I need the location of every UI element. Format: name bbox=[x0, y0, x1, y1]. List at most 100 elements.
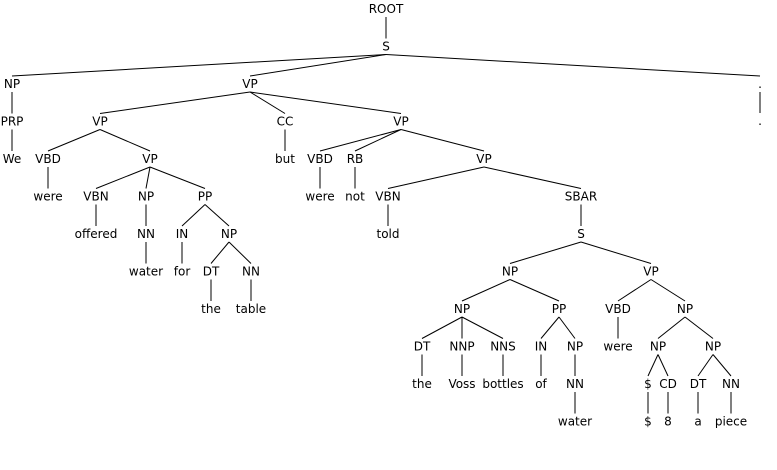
tree-node-label: NP bbox=[138, 190, 154, 204]
tree-node-label: VP bbox=[242, 77, 257, 91]
tree-node-label: . bbox=[758, 77, 762, 91]
tree-leaf-word: $ bbox=[644, 415, 652, 429]
tree-node-label: RB bbox=[347, 152, 364, 166]
tree-leaf-word: water bbox=[558, 415, 592, 429]
tree-node-label: NP bbox=[650, 340, 666, 354]
tree-edge bbox=[249, 54, 387, 77]
tree-node-label: NN bbox=[722, 377, 740, 391]
tree-node-label: NP bbox=[502, 265, 518, 279]
tree-edges bbox=[11, 17, 761, 414]
tree-node-label: $ bbox=[644, 377, 652, 391]
tree-node-label: NP bbox=[454, 302, 470, 316]
tree-edge bbox=[421, 316, 463, 339]
tree-node-label: S bbox=[382, 40, 390, 54]
tree-edge bbox=[181, 204, 206, 227]
tree-node-label: VP bbox=[92, 115, 107, 129]
tree-leaf-word: told bbox=[377, 227, 400, 241]
tree-node-label: VP bbox=[142, 152, 157, 166]
tree-node-label: NP bbox=[4, 77, 20, 91]
tree-edge bbox=[47, 129, 101, 152]
tree-edge bbox=[145, 166, 151, 189]
tree-edge bbox=[354, 129, 402, 152]
tree-node-label: DT bbox=[690, 377, 707, 391]
tree-edge bbox=[228, 241, 252, 264]
tree-node-label: NN bbox=[242, 265, 260, 279]
tree-node-label: S bbox=[577, 227, 585, 241]
tree-leaf-word: 8 bbox=[664, 415, 672, 429]
tree-node-label: NNS bbox=[490, 340, 516, 354]
tree-node-label: NP bbox=[221, 227, 237, 241]
tree-node-label: VBD bbox=[35, 152, 61, 166]
tree-node-label: DT bbox=[414, 340, 431, 354]
tree-edge bbox=[647, 354, 659, 377]
tree-edge bbox=[204, 204, 230, 227]
tree-edge bbox=[99, 91, 251, 114]
tree-leaf-word: water bbox=[129, 265, 163, 279]
tree-node-label: NP bbox=[705, 340, 721, 354]
tree-leaf-word: of bbox=[535, 377, 547, 391]
tree-edge bbox=[249, 91, 402, 114]
tree-leaf-word: We bbox=[3, 152, 22, 166]
tree-edge bbox=[657, 354, 669, 377]
tree-edge bbox=[712, 354, 732, 377]
tree-edge bbox=[319, 129, 402, 152]
tree-node-label: NP bbox=[567, 340, 583, 354]
tree-edge bbox=[210, 241, 230, 264]
tree-node-label: VP bbox=[476, 152, 491, 166]
tree-edge bbox=[697, 354, 714, 377]
tree-edge bbox=[580, 241, 652, 264]
tree-leaf-word: piece bbox=[715, 415, 747, 429]
tree-leaf-word: offered bbox=[75, 227, 118, 241]
tree-edge bbox=[385, 54, 761, 77]
tree-edge bbox=[657, 316, 686, 339]
tree-edge bbox=[149, 166, 206, 189]
tree-node-label: CC bbox=[277, 115, 294, 129]
tree-edge bbox=[400, 129, 485, 152]
tree-leaf-word: the bbox=[201, 302, 221, 316]
tree-edge bbox=[11, 54, 387, 77]
tree-leaf-word: Voss bbox=[448, 377, 475, 391]
tree-node-label: VBN bbox=[375, 190, 400, 204]
tree-leaf-word: the bbox=[412, 377, 432, 391]
tree-node-label: VBN bbox=[83, 190, 108, 204]
tree-edge bbox=[387, 166, 485, 189]
tree-node-label: ROOT bbox=[369, 2, 404, 16]
tree-leaf-word: bottles bbox=[482, 377, 523, 391]
tree-leaf-word: for bbox=[174, 265, 191, 279]
tree-edge bbox=[95, 166, 151, 189]
tree-node-label: IN bbox=[176, 227, 189, 241]
tree-node-label: NN bbox=[137, 227, 155, 241]
tree-edge bbox=[461, 279, 511, 302]
tree-node-label: NN bbox=[566, 377, 584, 391]
tree-edge bbox=[617, 279, 652, 302]
tree-node-label: PP bbox=[552, 302, 566, 316]
tree-node-label: IN bbox=[535, 340, 548, 354]
tree-edge bbox=[249, 91, 286, 114]
tree-node-label: SBAR bbox=[565, 190, 597, 204]
tree-edge bbox=[650, 279, 686, 302]
tree-edge bbox=[684, 316, 714, 339]
tree-node-label: NP bbox=[677, 302, 693, 316]
tree-node-label: PP bbox=[198, 190, 212, 204]
tree-node-label: DT bbox=[203, 265, 220, 279]
tree-edge bbox=[509, 241, 582, 264]
tree-edge bbox=[483, 166, 582, 189]
tree-node-label: VBD bbox=[307, 152, 333, 166]
tree-nodes: ROOTSNPPRPWeVPVPVBDwereVPVBNofferedNPNNw… bbox=[1, 2, 762, 429]
tree-node-label: CD bbox=[659, 377, 677, 391]
tree-edge bbox=[509, 279, 560, 302]
tree-node-label: PRP bbox=[1, 115, 24, 129]
tree-leaf-word: not bbox=[345, 190, 365, 204]
tree-node-label: NNP bbox=[449, 340, 474, 354]
tree-node-label: VP bbox=[393, 115, 408, 129]
tree-leaf-word: but bbox=[275, 152, 295, 166]
tree-leaf-word: a bbox=[694, 415, 701, 429]
tree-leaf-word: . bbox=[758, 114, 762, 128]
tree-edge bbox=[461, 316, 504, 339]
tree-edge bbox=[99, 129, 151, 152]
tree-leaf-word: were bbox=[305, 190, 334, 204]
tree-node-label: VP bbox=[643, 265, 658, 279]
tree-leaf-word: were bbox=[603, 340, 632, 354]
tree-node-label: VBD bbox=[605, 302, 631, 316]
